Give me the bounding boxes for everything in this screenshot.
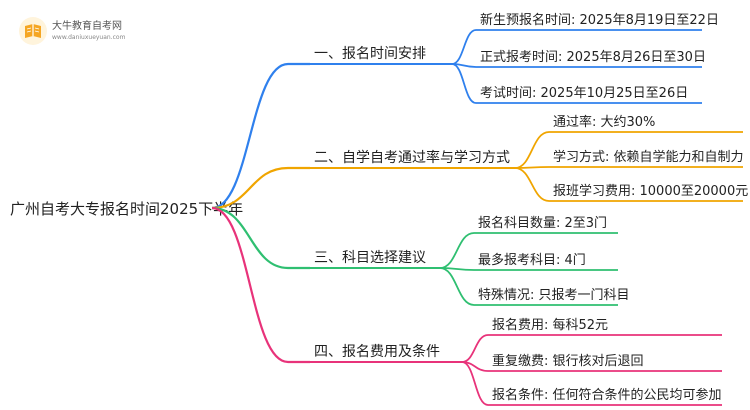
leaf-label: 报班学习费用: 10000至20000元 — [553, 183, 748, 199]
leaf-label: 学习方式: 依赖自学能力和自制力 — [553, 149, 744, 165]
site-name: 大牛教育自考网 — [52, 20, 122, 32]
branch-label: 四、报名费用及条件 — [314, 343, 440, 360]
site-url: www.daniuxueyuan.com — [52, 33, 126, 41]
branch-label: 二、自学自考通过率与学习方式 — [314, 149, 510, 166]
book-icon — [19, 17, 47, 45]
branch-connector — [211, 62, 289, 210]
branch-label: 三、科目选择建议 — [314, 250, 426, 266]
root-topic: 广州自考大专报名时间2025下半年 — [10, 200, 243, 218]
leaf-label: 报名条件: 任何符合条件的公民均可参加 — [492, 387, 722, 403]
leaf-label: 报名科目数量: 2至3门 — [478, 215, 607, 231]
leaf-label: 重复缴费: 银行核对后退回 — [492, 353, 644, 369]
leaf-label: 通过率: 大约30% — [553, 114, 655, 130]
branch-connector — [211, 166, 289, 210]
branch-connector — [211, 206, 289, 364]
leaf-connector — [514, 166, 550, 169]
leaf-connector — [439, 267, 475, 306]
leaf-connector — [439, 232, 475, 269]
leaf-label: 报名费用: 每科52元 — [492, 317, 608, 333]
branch-label: 一、报名时间安排 — [314, 46, 426, 62]
leaf-label: 考试时间: 2025年10月25日至26日 — [480, 86, 688, 101]
leaf-connector — [461, 361, 489, 406]
leaf-connector — [514, 131, 550, 169]
leaf-connector — [451, 29, 477, 65]
leaf-label: 特殊情况: 只报考一门科目 — [478, 288, 630, 303]
leaf-connector — [461, 334, 489, 363]
leaf-label: 正式报考时间: 2025年8月26日至30日 — [480, 50, 706, 65]
leaf-connector — [451, 63, 477, 104]
leaf-label: 新生预报名时间: 2025年8月19日至22日 — [480, 12, 719, 28]
branch-connector — [211, 206, 289, 270]
leaf-label: 最多报考科目: 4门 — [478, 252, 586, 268]
leaf-connector — [514, 167, 550, 202]
site-logo: 大牛教育自考网 www.daniuxueyuan.com — [18, 16, 125, 46]
